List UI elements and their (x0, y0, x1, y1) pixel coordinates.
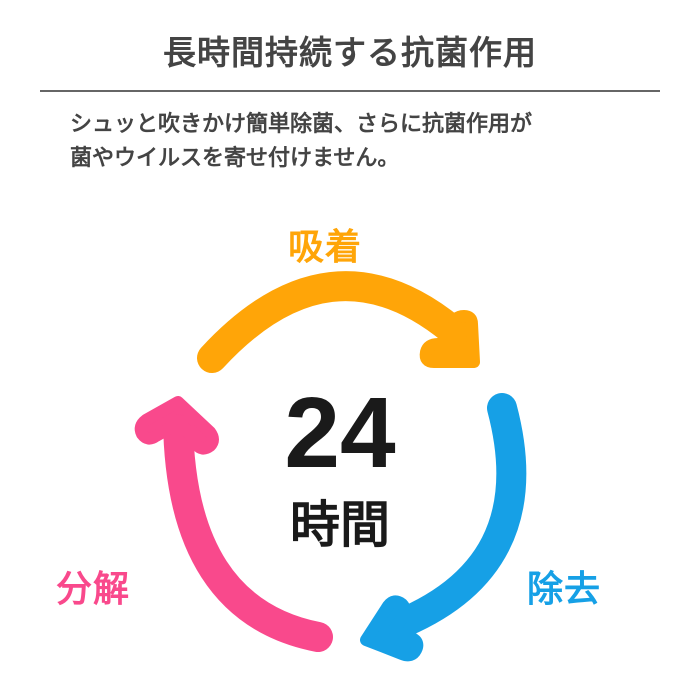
step-label-remove: 除去 (527, 569, 602, 610)
description-line-2: 菌やウイルスを寄せ付けません。 (70, 146, 400, 171)
page-title: 長時間持続する抗菌作用 (163, 33, 537, 72)
step-label-decompose: 分解 (56, 569, 131, 610)
decompose-arrow-icon (134, 396, 333, 652)
description-line-1: シュッと吹きかけ簡単除菌、さらに抗菌作用が (70, 112, 533, 137)
adsorb-arrow-icon (197, 271, 480, 373)
description: シュッと吹きかけ簡単除菌、さらに抗菌作用が 菌やウイルスを寄せ付けません。 (70, 108, 650, 176)
step-label-adsorb: 吸着 (288, 227, 363, 268)
remove-arrow-icon (360, 393, 527, 662)
duration-unit: 時間 (290, 496, 390, 554)
duration-number: 24 (284, 377, 396, 489)
title-divider (40, 90, 660, 92)
